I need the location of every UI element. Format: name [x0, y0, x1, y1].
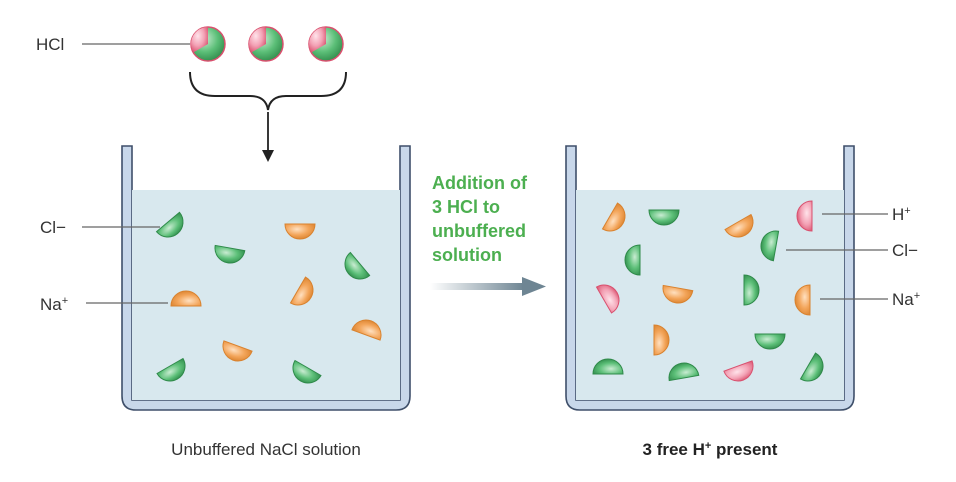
sodium-ion: [662, 284, 694, 304]
sodium-ion: [284, 223, 316, 240]
sodium-ion: [653, 324, 670, 356]
arrow-text-line4: solution: [432, 245, 502, 265]
hydrogen-ion: [723, 360, 754, 382]
hydrogen-ion: [796, 200, 813, 232]
chloride-ion: [592, 358, 624, 375]
arrow-text-line1: Addition of: [432, 173, 528, 193]
chloride-ion: [155, 211, 184, 238]
sodium-ion: [724, 213, 754, 238]
sodium-ion: [289, 276, 314, 306]
hcl-molecule: [190, 26, 226, 62]
right-h-label: H+: [892, 205, 911, 224]
chloride-ion: [648, 209, 680, 226]
arrow-text-line2: 3 HCl to: [432, 197, 500, 217]
arrow-text-line3: unbuffered: [432, 221, 526, 241]
sodium-ion: [222, 340, 253, 362]
grouping-brace: [189, 71, 347, 111]
hydrogen-ion: [595, 284, 620, 314]
left-caption: Unbuffered NaCl solution: [171, 440, 361, 459]
chloride-ion: [754, 333, 786, 350]
sodium-ion: [170, 290, 202, 307]
chloride-ion: [743, 274, 760, 306]
chloride-ion: [799, 352, 824, 382]
process-arrow-icon: [430, 277, 546, 296]
svg-text:Cl−: Cl−: [40, 218, 66, 237]
left-na-label: Na+: [40, 295, 68, 314]
right-caption: 3 free H+ present: [643, 440, 778, 459]
chloride-ion: [156, 357, 186, 382]
hcl-label: HCl: [36, 35, 64, 54]
right-na-label: Na+: [892, 290, 920, 309]
chloride-ion: [668, 362, 700, 382]
chloride-ion: [344, 251, 371, 280]
chloride-ion: [624, 244, 641, 276]
sodium-ion: [794, 284, 811, 316]
hcl-molecule: [308, 26, 344, 62]
sodium-ion: [601, 202, 626, 232]
right-cl-label: Cl−: [892, 241, 918, 260]
chloride-ion: [214, 244, 246, 264]
sodium-ion: [351, 319, 382, 341]
svg-text:Cl−: Cl−: [892, 241, 918, 260]
left-cl-label: Cl−: [40, 218, 66, 237]
svg-text:Na+: Na+: [892, 290, 920, 309]
chloride-ion: [760, 230, 780, 262]
svg-text:H+: H+: [892, 205, 911, 224]
svg-text:Na+: Na+: [40, 295, 68, 314]
hcl-molecule: [248, 26, 284, 62]
chloride-ion: [292, 359, 322, 384]
down-arrow-icon: [262, 150, 274, 162]
